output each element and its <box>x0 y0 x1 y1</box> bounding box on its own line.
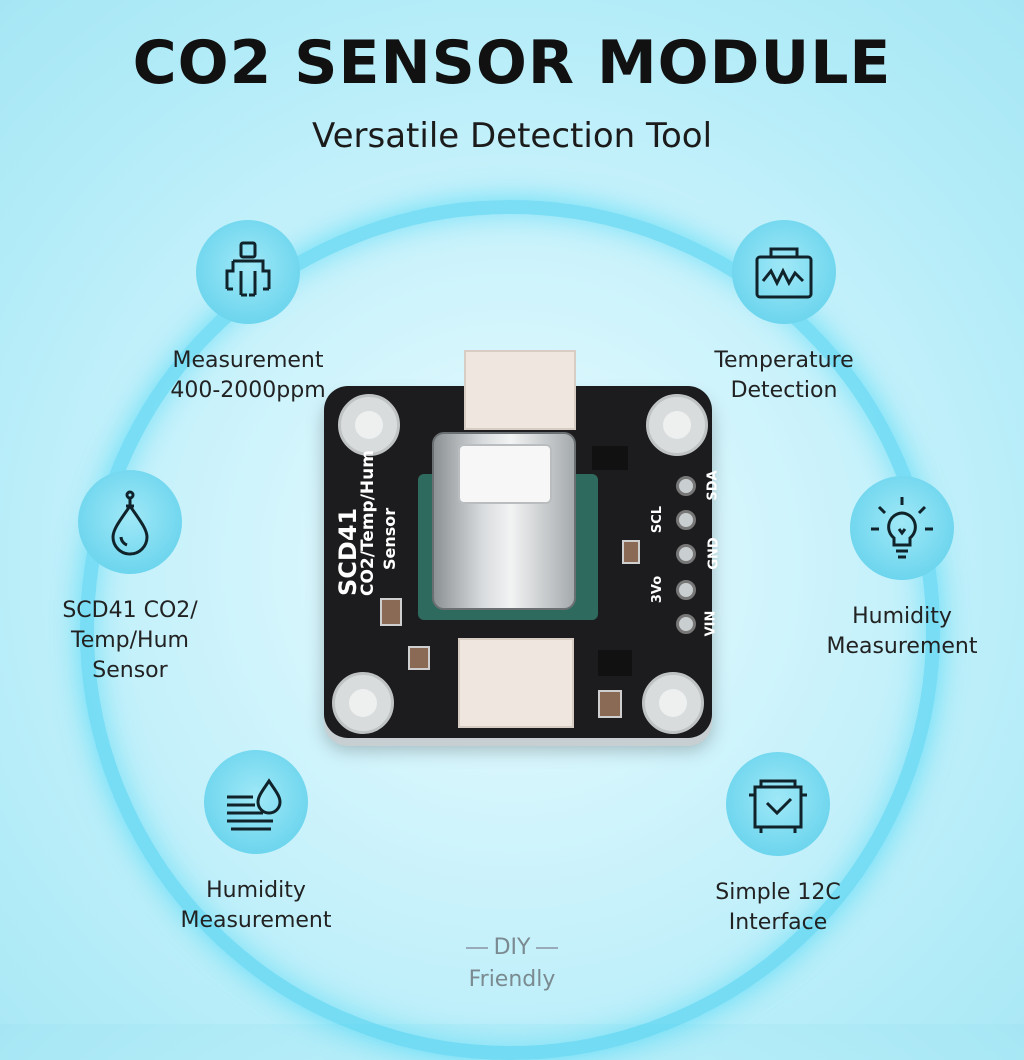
chart-monitor-icon <box>732 220 836 324</box>
feature-label-line3: Sensor <box>92 658 168 683</box>
pin-pad <box>676 614 696 634</box>
feature-measurement: Measurement 400-2000ppm <box>138 220 358 406</box>
pin-label: GND <box>706 537 722 570</box>
mounting-hole <box>642 672 704 734</box>
smd-component <box>380 598 402 626</box>
mounting-hole <box>646 394 708 456</box>
mounting-hole <box>332 672 394 734</box>
feature-label-line2: Temp/Hum <box>71 628 189 653</box>
feature-label-line1: Temperature <box>714 348 854 373</box>
water-drop-lines-icon <box>204 750 308 854</box>
smd-component <box>408 646 430 670</box>
body-outline-icon <box>196 220 300 324</box>
feature-label-line2: Interface <box>728 910 828 935</box>
feature-label-line1: Humidity <box>206 878 306 903</box>
pin-pad <box>676 510 696 530</box>
pin-label: 3Vo <box>650 575 666 604</box>
bottom-connector <box>458 638 574 728</box>
feature-humidity-left: Humidity Measurement <box>146 750 366 936</box>
feature-humidity-right: Humidity Measurement <box>792 476 1012 662</box>
feature-label-line2: Measurement <box>180 908 332 933</box>
feature-label-line2: 400-2000ppm <box>170 378 326 403</box>
diy-line2: Friendly <box>468 967 556 992</box>
mounting-hole <box>338 394 400 456</box>
pin-pad <box>676 544 696 564</box>
feature-temperature: Temperature Detection <box>674 220 894 406</box>
pin-label: SCL <box>650 505 666 534</box>
feature-i2c: Simple 12C Interface <box>668 752 888 938</box>
ic-chip <box>598 650 632 676</box>
pin-label: SDA <box>705 470 721 501</box>
diy-friendly-badge: DIY Friendly <box>412 932 612 996</box>
feature-label-line1: Humidity <box>852 604 952 629</box>
pin-pad <box>676 580 696 600</box>
smd-component <box>598 690 622 718</box>
drop-bulb-icon <box>78 470 182 574</box>
sensor-window <box>458 444 552 504</box>
pin-pad <box>676 476 696 496</box>
smd-component <box>622 540 640 564</box>
feature-scd41: SCD41 CO2/ Temp/Hum Sensor <box>20 470 240 686</box>
board-silk-sub: CO2/Temp/Hum <box>358 450 378 596</box>
feature-label-line1: Simple 12C <box>715 880 841 905</box>
page-subtitle: Versatile Detection Tool <box>311 116 713 156</box>
box-check-icon <box>726 752 830 856</box>
feature-label-line1: Measurement <box>172 348 324 373</box>
feature-label-line2: Detection <box>730 378 838 403</box>
ic-chip <box>592 446 628 470</box>
lightbulb-icon <box>850 476 954 580</box>
page-title: CO2 SENSOR MODULE <box>132 28 892 98</box>
top-connector <box>464 350 576 430</box>
feature-label-line2: Measurement <box>826 634 978 659</box>
board-silk-sub2: Sensor <box>380 507 399 570</box>
feature-label-line1: SCD41 CO2/ <box>62 598 198 623</box>
diy-line1: DIY <box>493 935 531 960</box>
pin-label: VIN <box>703 610 719 637</box>
